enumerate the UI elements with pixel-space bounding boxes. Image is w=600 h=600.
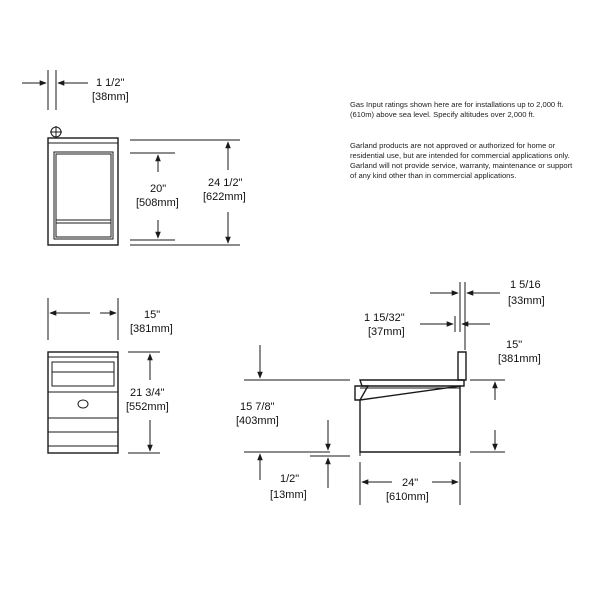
top-view: 1 1/2" [38mm] 20" [508mm] 24 1/2" [622mm… [22,70,246,246]
splash-inches-label: 1 5/16 [510,279,541,291]
leg-inches-label: 1/2" [280,473,299,485]
height-mm-label: [552mm] [126,401,169,413]
opening-inches-label: 20" [150,183,166,195]
height-inches-label: 21 3/4" [130,387,165,399]
leg-mm-label: [13mm] [270,489,307,501]
depth-mm-label: [622mm] [203,191,246,203]
width-inches-label: 15" [144,309,160,321]
front-view: 15" [381mm] 21 3/4" [552mm] [47,298,173,454]
work-height-mm-label: [403mm] [236,415,279,427]
commercial-use-note: Garland products are not approved or aut… [350,141,573,180]
offset-mm-label: [38mm] [92,91,129,103]
side-depth-mm-label: [610mm] [386,491,429,503]
side-view-unit [354,351,467,456]
top-height-inches-label: 15" [506,339,522,351]
splash-mm-label: [33mm] [508,295,545,307]
altitude-note: Gas Input ratings shown here are for ins… [350,100,564,119]
opening-mm-label: [508mm] [136,197,179,209]
depth-inches-label: 24 1/2" [208,177,243,189]
top-view-unit [47,126,119,246]
front-view-unit [47,351,119,454]
top-height-mm-label: [381mm] [498,353,541,365]
flue-inches-label: 1 15/32" [364,312,405,324]
flue-mm-label: [37mm] [368,326,405,338]
work-height-inches-label: 15 7/8" [240,401,275,413]
side-view: 1 5/16 [33mm] 1 15/32" [37mm] 15" [381mm… [236,279,545,505]
offset-inches-label: 1 1/2" [96,77,124,89]
side-depth-inches-label: 24" [402,477,418,489]
width-mm-label: [381mm] [130,323,173,335]
